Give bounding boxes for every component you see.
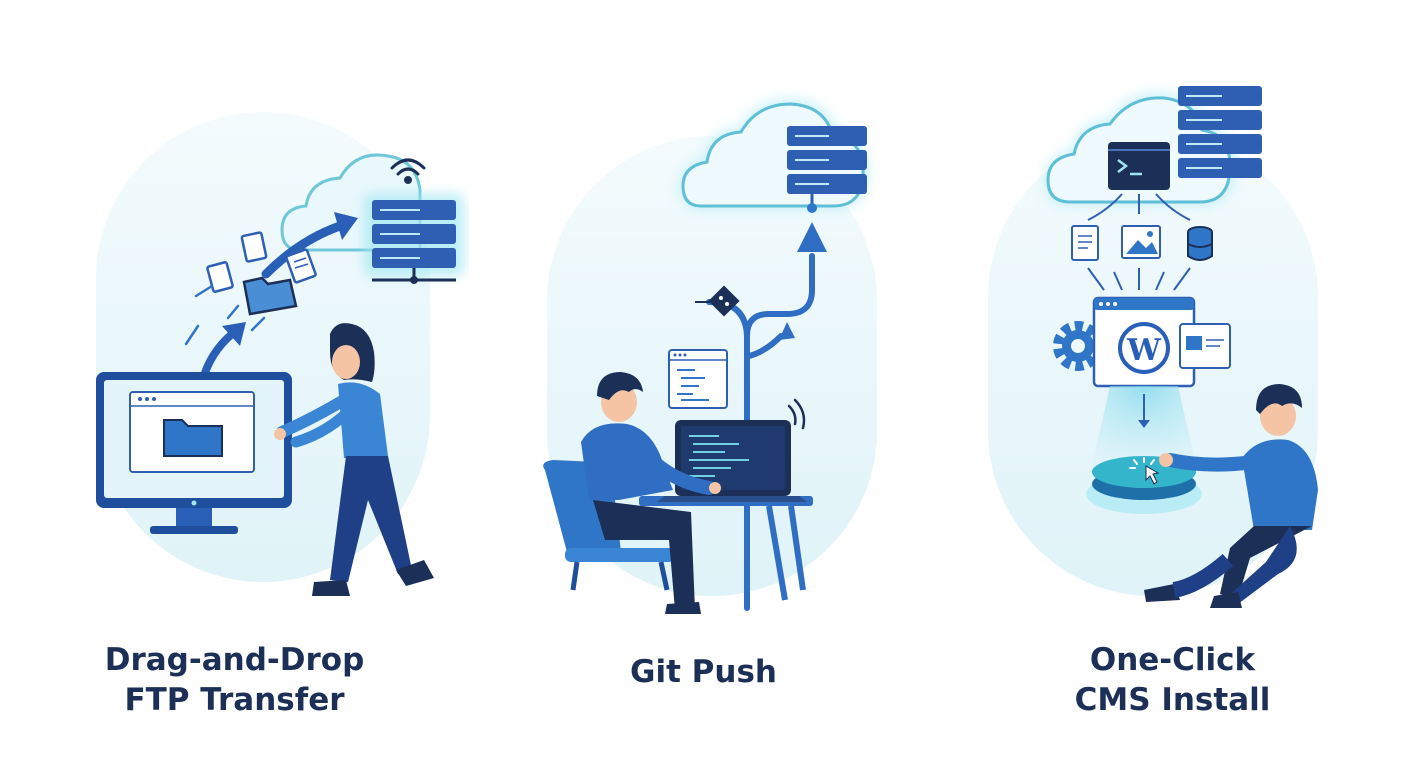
- caption-line-1: One-Click: [1089, 642, 1256, 678]
- motion-lines: [184, 284, 266, 346]
- monitor-icon: [96, 372, 292, 534]
- caption-git: Git Push: [469, 652, 938, 692]
- cms-illustration: W: [988, 86, 1318, 608]
- code-window-icon: [668, 349, 728, 409]
- caption-line-2: FTP Transfer: [124, 682, 345, 718]
- caption-cms: One-Click CMS Install: [938, 640, 1407, 720]
- git-illustration: [543, 99, 877, 614]
- arrow-icon: [261, 212, 358, 279]
- database-icon: [1187, 226, 1213, 261]
- caption-line-1: Git Push: [630, 654, 777, 690]
- file-icon: [1071, 225, 1099, 261]
- person-woman: [274, 323, 434, 596]
- arrow-head-down: [1138, 420, 1150, 428]
- terminal-icon: [1108, 142, 1170, 190]
- distribution-arrows: [1087, 193, 1191, 291]
- server-icon: [787, 126, 867, 213]
- wifi-icon: [390, 158, 426, 184]
- button-icon: [1086, 456, 1202, 514]
- caption-ftp: Drag-and-Drop FTP Transfer: [0, 640, 469, 720]
- small-window-icon: [1179, 323, 1231, 369]
- ftp-illustration: [96, 112, 464, 596]
- gear-icon: [1053, 321, 1103, 371]
- image-icon: [1121, 225, 1161, 259]
- file-icon: [206, 231, 317, 293]
- panel-ftp: Drag-and-Drop FTP Transfer: [0, 0, 469, 768]
- folder-icon: [242, 276, 298, 316]
- arrow-head-up: [797, 222, 827, 252]
- caption-line-2: CMS Install: [1074, 682, 1271, 718]
- arrow-head-branch: [779, 322, 795, 340]
- svg-text:W: W: [1126, 333, 1162, 368]
- person-man: [1144, 384, 1318, 608]
- signal-icon: [787, 398, 806, 430]
- panel-cms: W: [938, 0, 1407, 768]
- laptop-icon: [657, 420, 807, 502]
- caption-line-1: Drag-and-Drop: [104, 642, 365, 678]
- panel-git: Git Push: [469, 0, 938, 768]
- wordpress-icon: W: [1092, 296, 1196, 388]
- server-icon: [364, 194, 464, 284]
- server-icon: [1178, 86, 1262, 178]
- person-man: [581, 372, 721, 614]
